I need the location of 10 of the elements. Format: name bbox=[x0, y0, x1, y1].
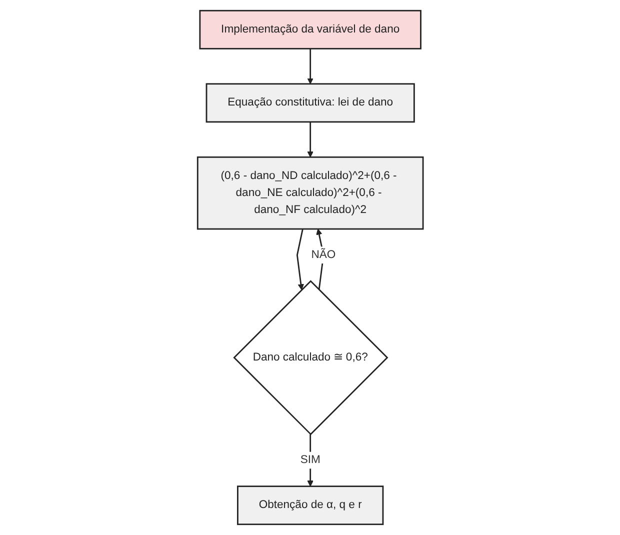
process-box: (0,6 - dano_ND calculado)^2+(0,6 - dano_NE calculado)^2+(0,6 - dano_NF calculado)^2 bbox=[196, 156, 424, 230]
edge-label: SIM bbox=[300, 452, 320, 469]
process-box: Equação constitutiva: lei de dano bbox=[205, 83, 415, 123]
arrow bbox=[306, 122, 314, 158]
process-box: Implementação da variável de dano bbox=[198, 10, 422, 50]
process-box: Obtenção de α, q e r bbox=[236, 486, 384, 526]
edge-label: NÃO bbox=[310, 246, 336, 264]
decision-diamond: Dano calculado ≅ 0,6? bbox=[232, 280, 388, 436]
arrow bbox=[306, 48, 314, 84]
arrow bbox=[296, 228, 304, 290]
